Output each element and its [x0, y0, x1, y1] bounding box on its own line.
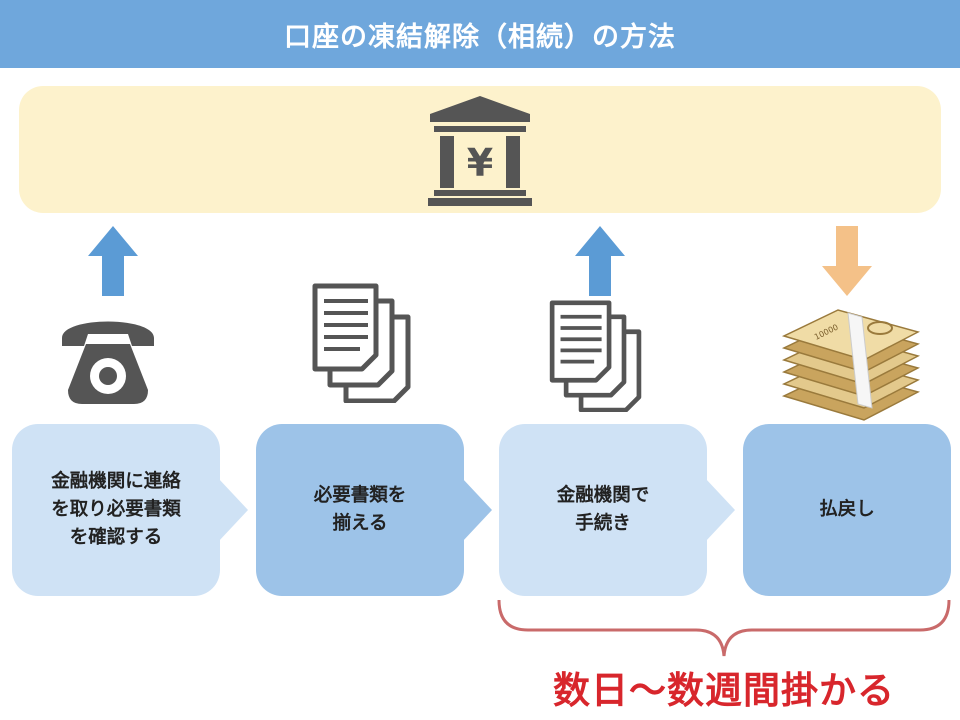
step-label: 金融機関で 手続き	[556, 485, 650, 534]
arrow-up-icon	[575, 226, 625, 296]
page-title: 口座の凍結解除（相続）の方法	[0, 0, 960, 68]
arrow-up-icon	[88, 226, 138, 296]
step-bank-procedure: 金融機関で 手続き	[499, 424, 707, 596]
chevron-right-icon	[705, 478, 735, 542]
telephone-icon	[62, 321, 154, 404]
documents-icon	[549, 300, 642, 412]
step-withdrawal: 払戻し	[743, 424, 951, 596]
duration-note: 数日〜数週間掛かる	[553, 669, 895, 712]
svg-text:¥: ¥	[467, 141, 493, 185]
chevron-right-icon	[218, 478, 248, 542]
documents-icon	[312, 283, 411, 403]
step-gather-documents: 必要書類を 揃える	[256, 424, 464, 596]
money-stack-icon: 10000	[781, 309, 920, 421]
curly-brace	[497, 599, 951, 657]
step-label: 払戻し	[819, 499, 875, 520]
step-label: 必要書類を 揃える	[313, 485, 407, 534]
bank-yen-icon: ¥	[428, 96, 532, 206]
arrow-down-icon	[822, 226, 872, 296]
chevron-right-icon	[462, 478, 492, 542]
step-contact-bank: 金融機関に連絡 を取り必要書類 を確認する	[12, 424, 220, 596]
step-label: 金融機関に連絡 を取り必要書類 を確認する	[51, 471, 181, 548]
